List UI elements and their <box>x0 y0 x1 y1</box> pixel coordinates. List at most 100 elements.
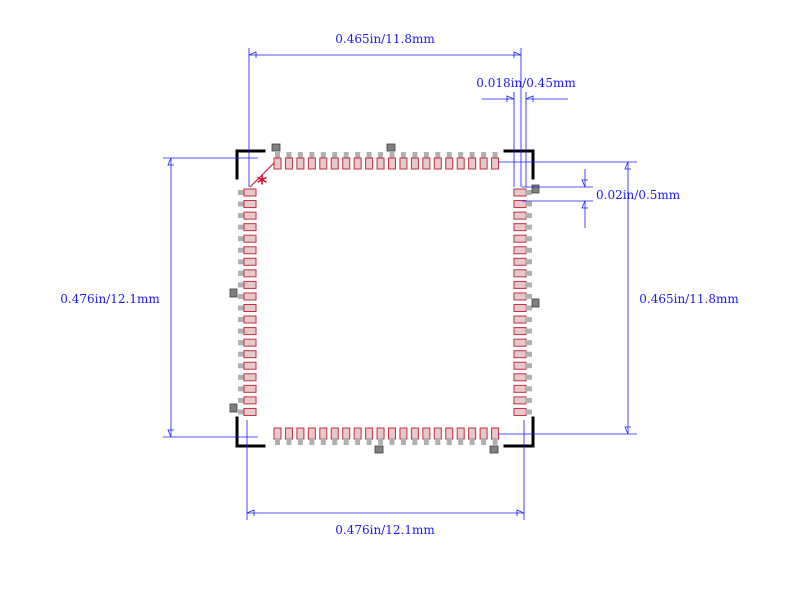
pad-bottom <box>479 427 488 440</box>
pin-lead-bottom <box>366 438 372 445</box>
pad-left <box>243 304 257 312</box>
pad-left <box>243 292 257 301</box>
pin-lead-top <box>412 152 418 159</box>
pin-lead-top <box>378 152 384 159</box>
dim-pad-width-label: 0.018in/0.45mm <box>476 76 576 90</box>
pin-lead-left <box>238 293 245 299</box>
pad-bottom <box>445 427 454 440</box>
pad-right <box>513 304 527 312</box>
arrow-bottom-width-left <box>246 509 255 516</box>
pin-lead-left <box>238 351 245 357</box>
arrow-pad-width-right <box>525 95 534 102</box>
pad-right <box>513 361 527 370</box>
pad-top <box>273 157 282 170</box>
pin-lead-bottom <box>275 438 280 445</box>
pad-right <box>513 373 527 382</box>
pin-lead-top <box>366 152 372 159</box>
pin-lead-left <box>238 190 245 195</box>
pin-lead-top <box>446 152 452 159</box>
pin-lead-top <box>286 152 292 159</box>
silk-corner-bottom-left <box>235 416 266 448</box>
pad-left <box>243 338 257 347</box>
pin-lead-bottom <box>400 438 406 445</box>
pin-lead-right <box>525 317 532 323</box>
pin-lead-bottom <box>332 438 338 445</box>
pin-lead-bottom <box>389 438 395 445</box>
pin-lead-top <box>355 152 361 159</box>
fiducial-mark <box>531 184 540 194</box>
pin-lead-top <box>332 152 338 159</box>
pad-top <box>445 157 454 170</box>
pin-lead-bottom <box>458 438 464 445</box>
pad-top <box>410 157 419 170</box>
pad-left <box>243 396 257 405</box>
pad-right <box>513 338 527 347</box>
pin-lead-left <box>238 247 245 253</box>
pin-lead-left <box>238 213 245 219</box>
dim-bottom-width-label: 0.476in/12.1mm <box>335 523 435 537</box>
arrow-left-height-top <box>167 157 174 166</box>
pin-lead-bottom <box>286 438 292 445</box>
pin-lead-left <box>238 409 245 415</box>
pin-lead-left <box>238 374 245 380</box>
pin-lead-top <box>458 152 464 159</box>
arrow-pitch-top <box>581 179 588 188</box>
pad-bottom <box>342 427 351 440</box>
pad-left <box>243 257 257 266</box>
pin-lead-left <box>238 224 245 230</box>
pin-lead-bottom <box>309 438 315 445</box>
pad-bottom <box>307 427 316 440</box>
pad-top <box>330 157 339 170</box>
pin-lead-top <box>297 152 303 159</box>
pin-lead-right <box>525 236 532 242</box>
pin-lead-bottom <box>492 438 498 445</box>
pad-bottom <box>284 427 293 440</box>
pin-lead-top <box>469 152 475 159</box>
pin-lead-right <box>525 409 532 415</box>
pin-lead-right <box>525 328 532 334</box>
pad-left <box>243 373 257 382</box>
pin1-marker: * <box>257 171 268 195</box>
pad-top <box>456 157 465 170</box>
pad-bottom <box>330 427 339 440</box>
pad-bottom <box>422 427 431 440</box>
pad-bottom <box>296 427 305 440</box>
pin-lead-left <box>238 201 245 207</box>
pin-lead-right <box>525 305 532 311</box>
pin-lead-top <box>320 152 326 159</box>
pad-bottom <box>319 427 328 440</box>
pin-lead-right <box>525 247 532 253</box>
pad-bottom <box>273 427 282 440</box>
dim-top-width-label: 0.465in/11.8mm <box>335 32 435 46</box>
pad-bottom <box>456 427 465 440</box>
pin-lead-bottom <box>435 438 441 445</box>
pad-bottom <box>410 427 419 440</box>
pad-left <box>243 200 257 209</box>
pad-left <box>243 223 257 232</box>
pad-right <box>513 269 527 278</box>
pad-right <box>513 280 527 289</box>
pin-lead-bottom <box>343 438 349 445</box>
pin-lead-bottom <box>423 438 429 445</box>
dim-pitch-label: 0.02in/0.5mm <box>596 188 681 202</box>
pad-top <box>296 157 305 170</box>
fiducial-mark <box>229 403 238 413</box>
pin-lead-left <box>238 328 245 334</box>
pad-right <box>513 396 527 405</box>
pad-top <box>284 157 293 170</box>
fiducial-mark <box>531 298 540 308</box>
pin-lead-left <box>238 282 245 288</box>
pin-lead-top <box>343 152 349 159</box>
pad-right <box>513 200 527 209</box>
pin-lead-left <box>238 397 245 403</box>
pin-lead-left <box>238 363 245 369</box>
pin-lead-bottom <box>297 438 303 445</box>
fiducial-mark <box>271 143 281 152</box>
silkscreen-layer <box>235 149 535 448</box>
pad-bottom <box>468 427 477 440</box>
pad-right <box>513 407 527 416</box>
pin-lead-left <box>238 317 245 323</box>
silk-corner-top-right <box>503 149 535 180</box>
pad-left <box>243 188 257 197</box>
